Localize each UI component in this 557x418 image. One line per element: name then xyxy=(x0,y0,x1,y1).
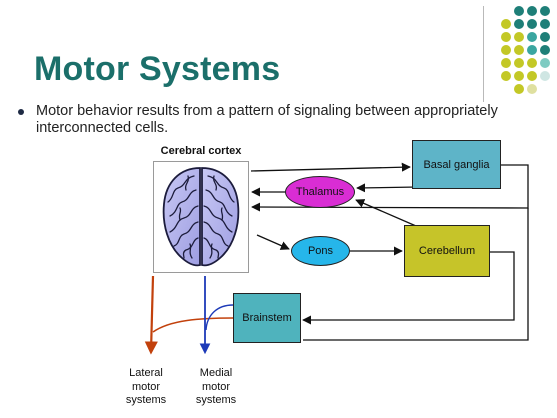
lateral-label-line: motor xyxy=(131,380,161,393)
brain-icon xyxy=(162,167,240,267)
lateral-label-line: systems xyxy=(125,394,167,406)
decorative-dot xyxy=(501,58,511,68)
decorative-dot xyxy=(514,71,524,81)
decorative-dot xyxy=(514,32,524,42)
arrow-cortex-to-basal-ganglia xyxy=(250,162,411,172)
basal-ganglia-box: Basal ganglia xyxy=(412,140,501,189)
decorative-dot xyxy=(527,19,537,29)
lateral-label-line: Lateral xyxy=(129,367,163,379)
decorative-dot xyxy=(527,71,537,81)
arrow-cerebellum-to-thalamus xyxy=(355,199,417,227)
decorative-dot xyxy=(527,58,537,68)
arrow-cerebellum-to-brainstem xyxy=(302,251,515,325)
medial-brainstem-branch xyxy=(205,304,234,331)
decorative-dot xyxy=(540,32,550,42)
decorative-dot xyxy=(514,6,524,16)
decorative-dot xyxy=(540,19,550,29)
bullet-text: Motor behavior results from a pattern of… xyxy=(36,103,498,136)
brainstem-box: Brainstem xyxy=(233,293,301,343)
connector-lower-loop xyxy=(303,208,529,341)
medial-label-line: systems xyxy=(195,394,237,406)
arrow-basal-ganglia-to-thalamus xyxy=(356,183,419,193)
decorative-dot xyxy=(514,19,524,29)
decorative-dot xyxy=(501,71,511,81)
decorative-dot xyxy=(501,32,511,42)
decorative-dot xyxy=(514,58,524,68)
medial-label-line: motor xyxy=(201,380,231,393)
decorative-dot xyxy=(514,45,524,55)
decorative-dot xyxy=(540,45,550,55)
decorative-dot xyxy=(540,58,550,68)
decorative-dot xyxy=(527,32,537,42)
arrow-basal-ganglia-loop-to-cortex xyxy=(251,164,529,212)
lateral-brainstem-branch xyxy=(152,317,234,333)
pons-node: Pons xyxy=(291,236,350,266)
decorative-dot xyxy=(514,84,524,94)
decorative-dot xyxy=(501,19,511,29)
bullet-item: Motor behavior results from a pattern of… xyxy=(18,103,538,137)
decorative-dot xyxy=(540,71,550,81)
arrow-cortex-to-pons xyxy=(256,234,290,250)
decorative-divider xyxy=(483,6,484,102)
decorative-dot xyxy=(527,6,537,16)
lateral-motor-systems-label: Lateral motor systems xyxy=(118,367,174,408)
cerebellum-box: Cerebellum xyxy=(404,225,490,277)
brain-illustration xyxy=(153,161,249,273)
slide-title: Motor Systems xyxy=(34,50,281,88)
lateral-motor-pathway xyxy=(144,275,158,355)
decorative-dot xyxy=(540,6,550,16)
decorative-dot xyxy=(501,45,511,55)
decorative-dot xyxy=(527,84,537,94)
decorative-dot xyxy=(527,45,537,55)
decorative-dot-grid xyxy=(495,6,557,96)
thalamus-node: Thalamus xyxy=(285,176,355,208)
medial-motor-systems-label: Medial motor systems xyxy=(188,367,244,408)
cerebral-cortex-label: Cerebral cortex xyxy=(160,145,242,157)
bullet-marker xyxy=(18,109,24,115)
medial-label-line: Medial xyxy=(199,367,233,379)
